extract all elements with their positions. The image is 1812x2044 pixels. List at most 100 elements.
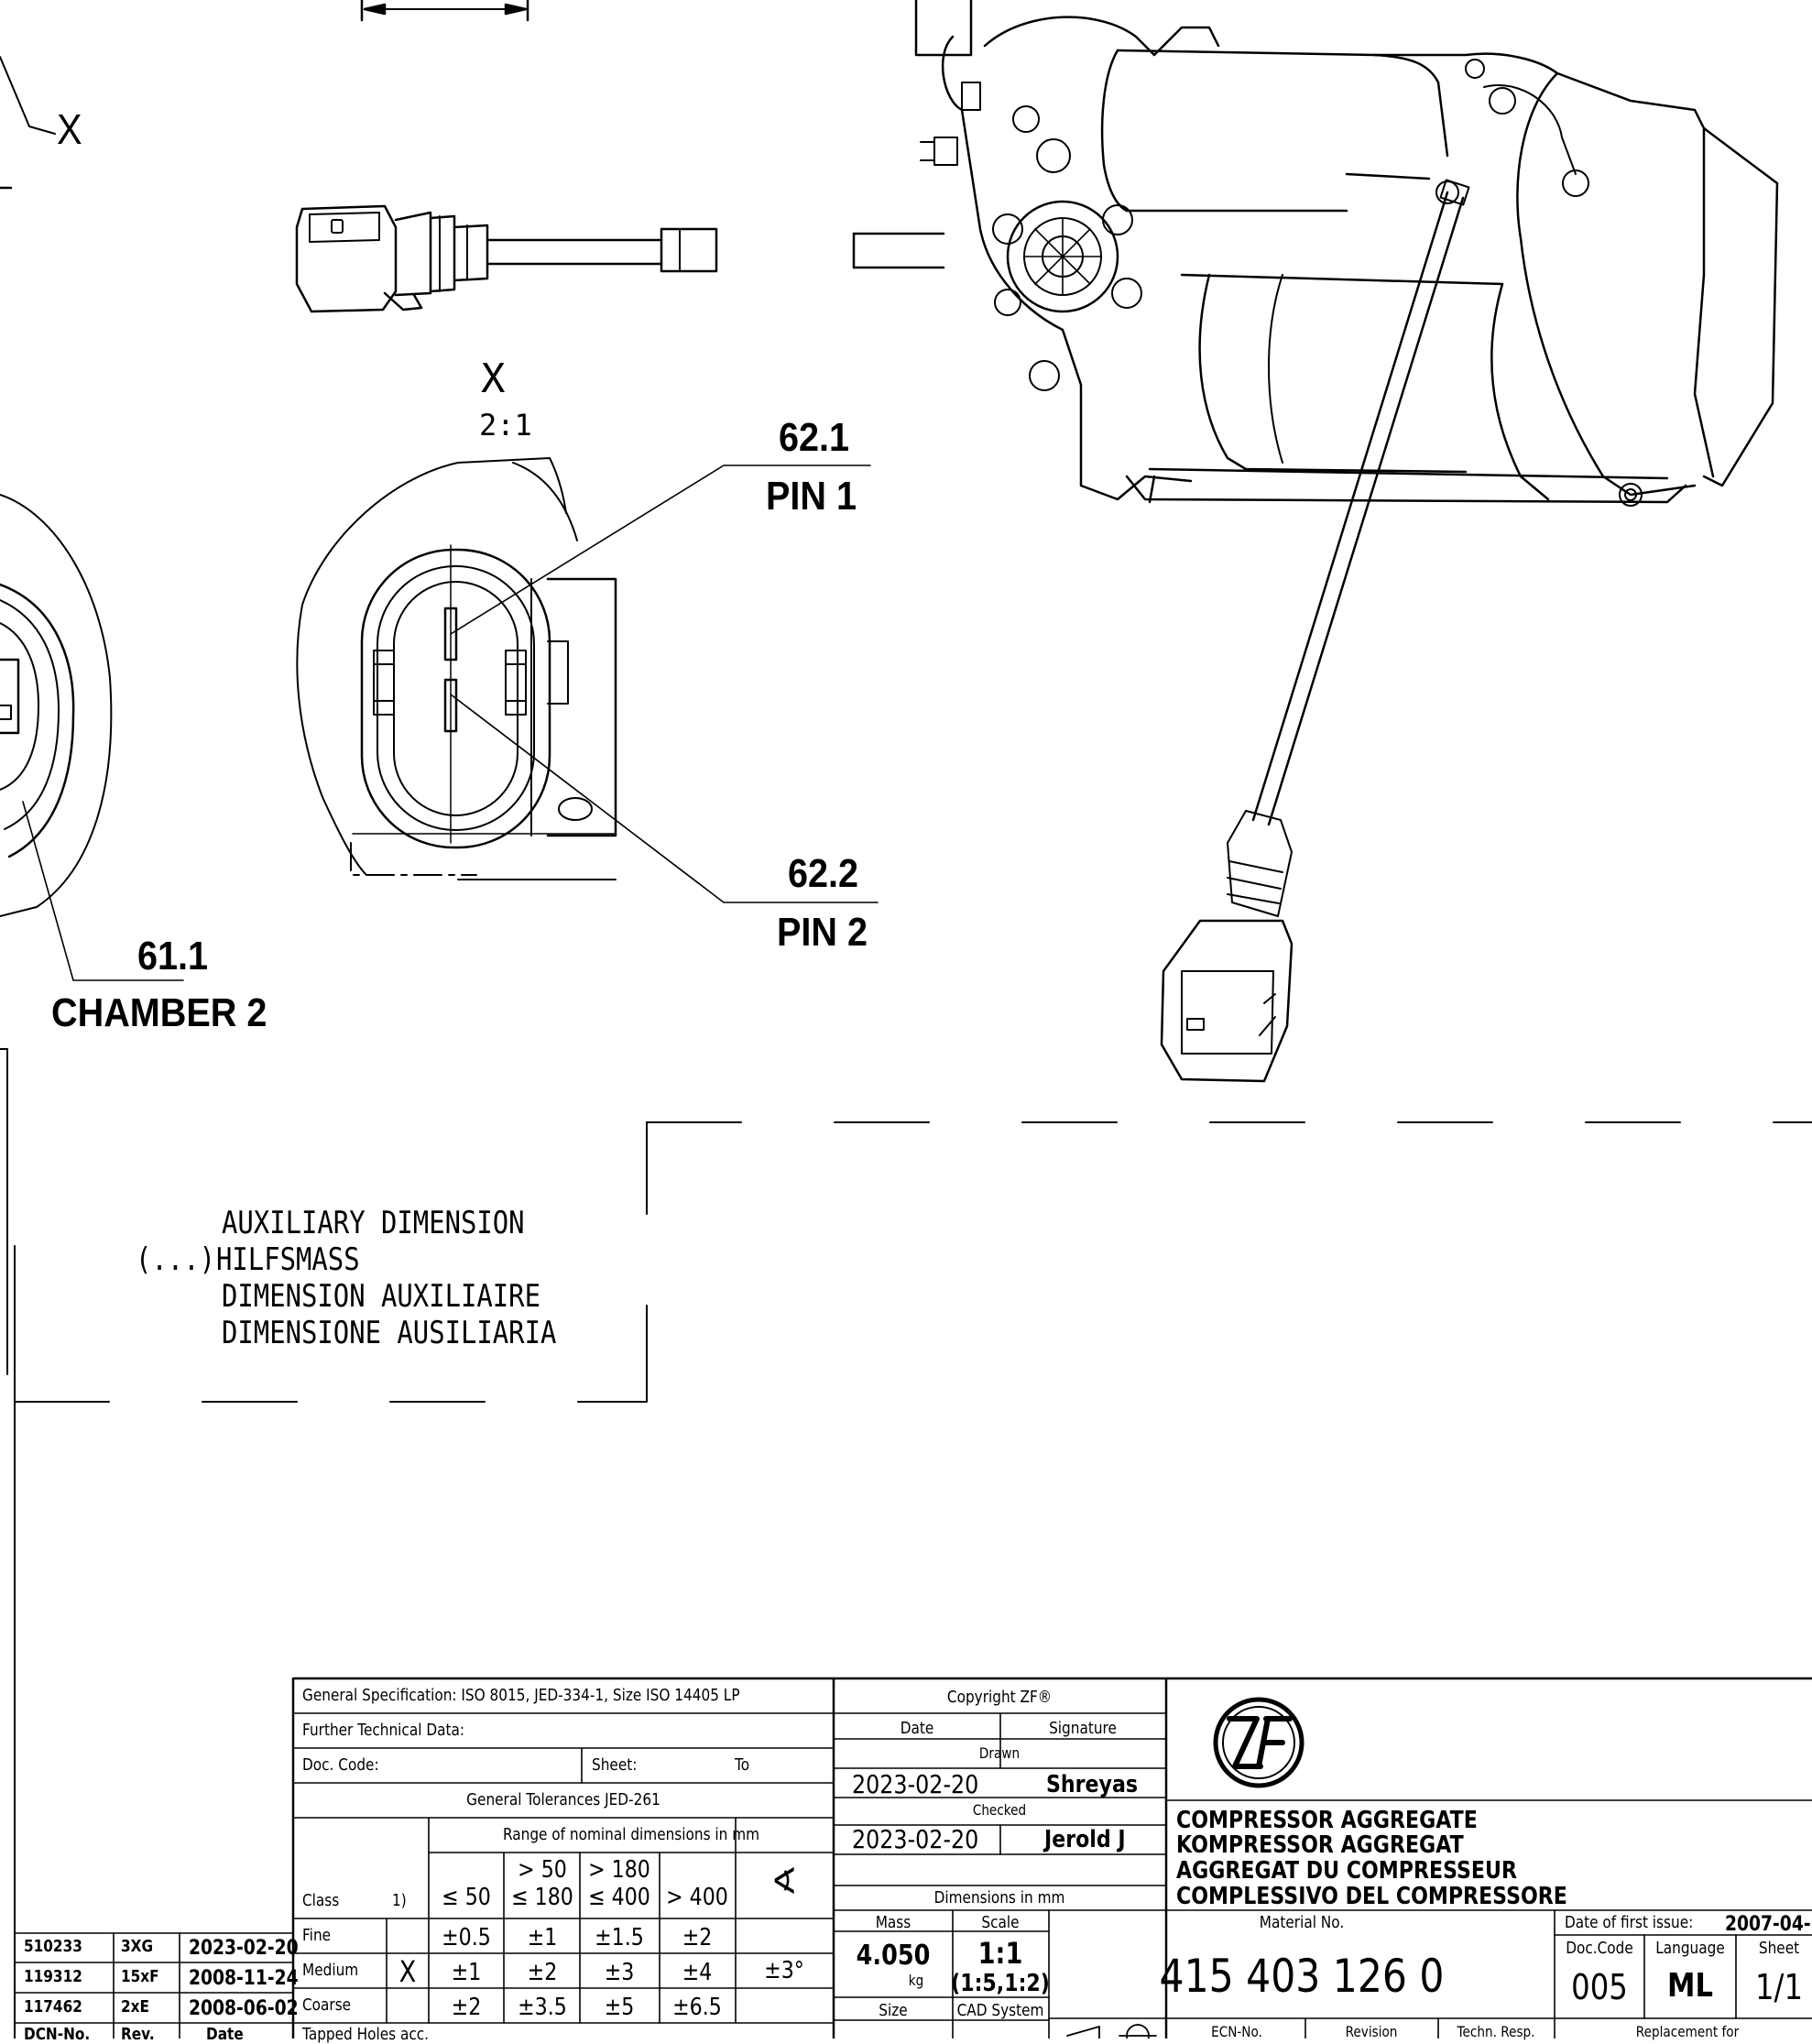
rev-row-1-rev: 3XG bbox=[121, 1937, 154, 1956]
range-col-3-low: > 180 bbox=[588, 1856, 650, 1884]
aux-line-fr: DIMENSION AUXILIAIRE bbox=[222, 1278, 540, 1315]
angle-symbol-icon: ∢ bbox=[770, 1861, 798, 1903]
signature-column-label: Signature bbox=[1049, 1719, 1117, 1738]
compressor-assembly bbox=[852, 0, 1779, 1083]
rev-row-3-date: 2008-06-02 bbox=[189, 1997, 299, 2020]
sensor-connector bbox=[295, 204, 718, 313]
techn-resp-label: Techn. Resp. bbox=[1457, 2023, 1535, 2040]
first-issue-label: Date of first issue: bbox=[1565, 1913, 1694, 1932]
callout-61-1-number: 61.1 bbox=[137, 934, 209, 978]
range-col-3-high: ≤ 400 bbox=[588, 1884, 650, 1911]
aux-line-en: AUXILIARY DIMENSION bbox=[222, 1205, 525, 1241]
spec-sheet-label: Sheet: bbox=[592, 1755, 638, 1775]
revision-label: Revision bbox=[1345, 2023, 1398, 2040]
drawn-label: Drawn bbox=[978, 1744, 1021, 1762]
copyright: Copyright ZF® bbox=[946, 1688, 1053, 1707]
chamber-partial-view bbox=[0, 494, 113, 2039]
title-line-en: COMPRESSOR AGGREGATE bbox=[1176, 1807, 1478, 1834]
rev-header-rev: Rev. bbox=[121, 2025, 155, 2044]
approval-grid bbox=[833, 1712, 1812, 2039]
detail-view-letter: X bbox=[481, 355, 506, 402]
tol-medium-3: ±3 bbox=[604, 1959, 635, 1986]
cad-system-label: CAD System bbox=[956, 2001, 1044, 2020]
rev-row-2-rev: 15xF bbox=[121, 1967, 159, 1986]
range-col-1: ≤ 50 bbox=[442, 1884, 491, 1911]
general-tolerances: General Tolerances JED-261 bbox=[466, 1790, 660, 1809]
detail-leader-x-letter: X bbox=[57, 105, 82, 153]
angle-tolerance: ±3° bbox=[764, 1957, 804, 1984]
tol-fine-3: ±1.5 bbox=[595, 1924, 644, 1951]
detail-view-x-pin-face bbox=[296, 457, 617, 880]
drawn-by: Shreyas bbox=[1046, 1771, 1139, 1798]
checked-label: Checked bbox=[972, 1801, 1027, 1819]
class-note: 1) bbox=[392, 1891, 407, 1910]
rev-row-3-rev: 2xE bbox=[121, 1997, 149, 2017]
tol-coarse-1: ±2 bbox=[451, 1994, 482, 2021]
revision-table-grid bbox=[14, 1932, 294, 2039]
doc-code-label: Doc.Code bbox=[1566, 1939, 1633, 1958]
projection-symbol bbox=[1066, 2024, 1157, 2039]
tol-coarse-2: ±3.5 bbox=[518, 1994, 567, 2021]
aux-line-it: DIMENSIONE AUSILIARIA bbox=[222, 1315, 557, 1351]
leader-lines bbox=[22, 465, 879, 981]
material-no-value: 415 403 126 0 bbox=[1159, 1950, 1445, 2003]
callout-62-1-number: 62.1 bbox=[779, 415, 850, 460]
title-line-de: KOMPRESSOR AGGREGAT bbox=[1176, 1831, 1464, 1859]
rev-row-1-dcn: 510233 bbox=[24, 1937, 82, 1956]
tol-fine-1: ±0.5 bbox=[442, 1924, 491, 1951]
language-label: Language bbox=[1655, 1939, 1725, 1958]
spec-to-label: To bbox=[735, 1755, 750, 1775]
tol-coarse-3: ±5 bbox=[604, 1994, 635, 2021]
tol-row-coarse-name: Coarse bbox=[302, 1995, 352, 2015]
zf-logo-icon bbox=[1213, 1697, 1304, 1788]
callout-61-1-name: CHAMBER 2 bbox=[51, 990, 267, 1035]
tapped-holes: Tapped Holes acc. bbox=[302, 2025, 430, 2044]
rev-header-dcn: DCN-No. bbox=[24, 2025, 91, 2044]
callout-62-2-name: PIN 2 bbox=[777, 910, 868, 955]
further-technical-data: Further Technical Data: bbox=[302, 1721, 465, 1740]
range-col-2-high: ≤ 180 bbox=[511, 1884, 573, 1911]
title-line-it: COMPLESSIVO DEL COMPRESSORE bbox=[1176, 1883, 1567, 1910]
rev-header-date: Date bbox=[206, 2025, 244, 2044]
rev-row-3-dcn: 117462 bbox=[24, 1997, 82, 2017]
title-line-fr: AGGREGAT DU COMPRESSEUR bbox=[1176, 1857, 1517, 1885]
detail-view-scale: 2:1 bbox=[479, 408, 532, 443]
scale-value: 1:1 bbox=[977, 1936, 1023, 1971]
tol-medium-4: ±4 bbox=[682, 1959, 713, 1986]
sheet-label: Sheet bbox=[1758, 1939, 1800, 1958]
dimension-24 bbox=[360, 0, 529, 22]
title-grid bbox=[1048, 1799, 1812, 2039]
tol-medium-2: ±2 bbox=[527, 1959, 558, 1986]
ecn-no-label: ECN-No. bbox=[1211, 2023, 1262, 2040]
mass-label: Mass bbox=[875, 1913, 911, 1932]
checked-by: Jerold J bbox=[1044, 1826, 1126, 1853]
date-column-label: Date bbox=[900, 1719, 934, 1738]
aux-line-de: HILFSMASS bbox=[216, 1241, 360, 1278]
dimensions-in-mm: Dimensions in mm bbox=[933, 1888, 1065, 1907]
tol-medium-selected-mark: X bbox=[398, 1954, 417, 1989]
detail-leader-x bbox=[0, 56, 56, 135]
material-no-label: Material No. bbox=[1259, 1913, 1345, 1932]
sheet-value: 1/1 bbox=[1755, 1967, 1803, 2007]
range-nominal-dimensions: Range of nominal dimensions in mm bbox=[502, 1825, 760, 1844]
tol-row-medium-name: Medium bbox=[302, 1961, 359, 1980]
tol-fine-2: ±1 bbox=[527, 1924, 558, 1951]
doc-code-value: 005 bbox=[1571, 1967, 1628, 2007]
phantom-boundary bbox=[14, 1121, 1812, 1403]
callout-62-1-name: PIN 1 bbox=[766, 474, 857, 519]
mass-value: 4.050 bbox=[856, 1940, 931, 1972]
mass-unit: kg bbox=[908, 1972, 924, 1989]
tol-row-fine-name: Fine bbox=[302, 1926, 332, 1945]
tol-medium-1: ±1 bbox=[451, 1959, 482, 1986]
drawn-date: 2023-02-20 bbox=[852, 1769, 979, 1799]
callout-62-2-number: 62.2 bbox=[788, 851, 859, 896]
class-label: Class bbox=[302, 1891, 340, 1910]
rev-row-1-date: 2023-02-20 bbox=[189, 1937, 299, 1960]
checked-date: 2023-02-20 bbox=[852, 1824, 979, 1854]
spec-doc-code-label: Doc. Code: bbox=[302, 1755, 379, 1775]
size-label: Size bbox=[879, 2001, 908, 2020]
range-col-2-low: > 50 bbox=[518, 1856, 567, 1884]
first-issue-date: 2007-04-12 bbox=[1725, 1913, 1812, 1936]
general-specification: General Specification: ISO 8015, JED-334… bbox=[302, 1686, 740, 1705]
